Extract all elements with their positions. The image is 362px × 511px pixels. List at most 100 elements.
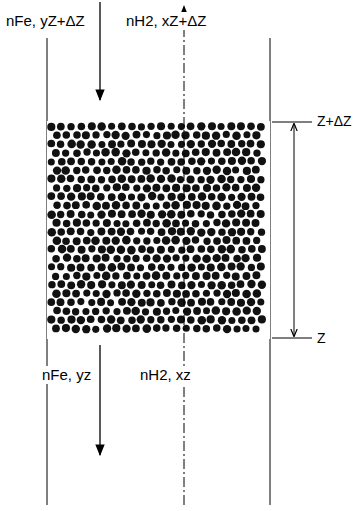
particle <box>182 272 189 279</box>
height-label: Z <box>315 329 328 347</box>
particle <box>53 202 60 209</box>
particle <box>238 157 246 165</box>
particle <box>137 193 145 201</box>
particle <box>131 307 139 315</box>
particle <box>133 184 140 191</box>
particle <box>82 272 90 280</box>
particle <box>117 141 124 148</box>
particle <box>122 202 130 210</box>
particle <box>243 307 251 315</box>
particle <box>47 123 55 131</box>
particle <box>52 255 60 263</box>
particle <box>253 149 260 156</box>
particle <box>181 131 189 139</box>
particle <box>132 325 140 333</box>
particle <box>223 272 230 279</box>
particle <box>153 237 160 244</box>
particle <box>67 315 75 323</box>
particle <box>138 228 145 235</box>
particle <box>242 219 250 227</box>
particle <box>57 316 64 323</box>
particle <box>72 290 80 298</box>
particle <box>63 307 71 315</box>
gas-flow-label: nH2, xZ+ΔZ <box>124 12 208 30</box>
particle <box>112 237 120 245</box>
particle <box>207 228 215 236</box>
particle <box>258 315 266 323</box>
particle <box>208 158 215 165</box>
particle <box>212 272 220 280</box>
particle <box>73 184 81 192</box>
particle <box>182 220 189 227</box>
particle <box>218 298 225 305</box>
particle <box>237 262 245 270</box>
particle <box>98 316 106 324</box>
particle <box>67 298 74 305</box>
particle <box>143 272 151 280</box>
particle <box>253 254 261 262</box>
particle <box>47 298 55 306</box>
particle <box>153 166 160 173</box>
particle <box>152 184 160 192</box>
particle <box>153 202 160 209</box>
particle <box>153 308 161 316</box>
particle <box>238 316 246 324</box>
particle <box>188 193 196 201</box>
particle <box>112 324 120 332</box>
particle <box>62 238 70 246</box>
particle <box>98 263 106 271</box>
particle <box>203 167 211 175</box>
particle <box>143 237 150 244</box>
particle <box>252 184 260 192</box>
particle <box>243 237 251 245</box>
particle <box>118 298 126 306</box>
particle <box>153 132 160 139</box>
particle <box>53 131 61 139</box>
particle <box>247 210 255 218</box>
particle <box>247 157 254 164</box>
particle <box>232 307 241 316</box>
particle <box>242 290 251 299</box>
particle <box>168 316 175 323</box>
particle <box>133 131 141 139</box>
particle <box>187 281 195 289</box>
particle <box>132 290 140 298</box>
particle <box>182 290 190 298</box>
particle <box>63 220 71 228</box>
particle <box>142 167 150 175</box>
particle <box>198 140 205 147</box>
dimension-arrow <box>294 124 295 336</box>
particle <box>162 236 171 245</box>
particle <box>193 167 200 174</box>
particle <box>93 272 100 279</box>
particle <box>217 140 225 148</box>
particle <box>127 228 135 236</box>
particle <box>208 140 216 148</box>
particle <box>192 201 200 209</box>
particle <box>78 192 86 200</box>
particle <box>82 166 89 173</box>
particle <box>157 299 165 307</box>
particle <box>213 219 220 226</box>
particle <box>132 166 140 174</box>
particle <box>257 176 264 183</box>
particle <box>118 193 126 201</box>
particle <box>202 148 210 156</box>
particle <box>207 263 215 271</box>
particle <box>223 325 231 333</box>
particle <box>127 246 136 255</box>
particle <box>252 219 260 227</box>
particle <box>52 149 60 157</box>
particle <box>243 184 251 192</box>
particle <box>138 299 146 307</box>
particle <box>57 192 65 200</box>
particle <box>102 254 110 262</box>
particle <box>53 236 62 245</box>
particle <box>138 140 146 148</box>
particle <box>118 122 126 130</box>
solid-flow-arrow <box>99 2 100 100</box>
particle <box>87 175 95 183</box>
particle <box>212 131 220 139</box>
particle <box>157 194 164 201</box>
particle <box>203 272 211 280</box>
